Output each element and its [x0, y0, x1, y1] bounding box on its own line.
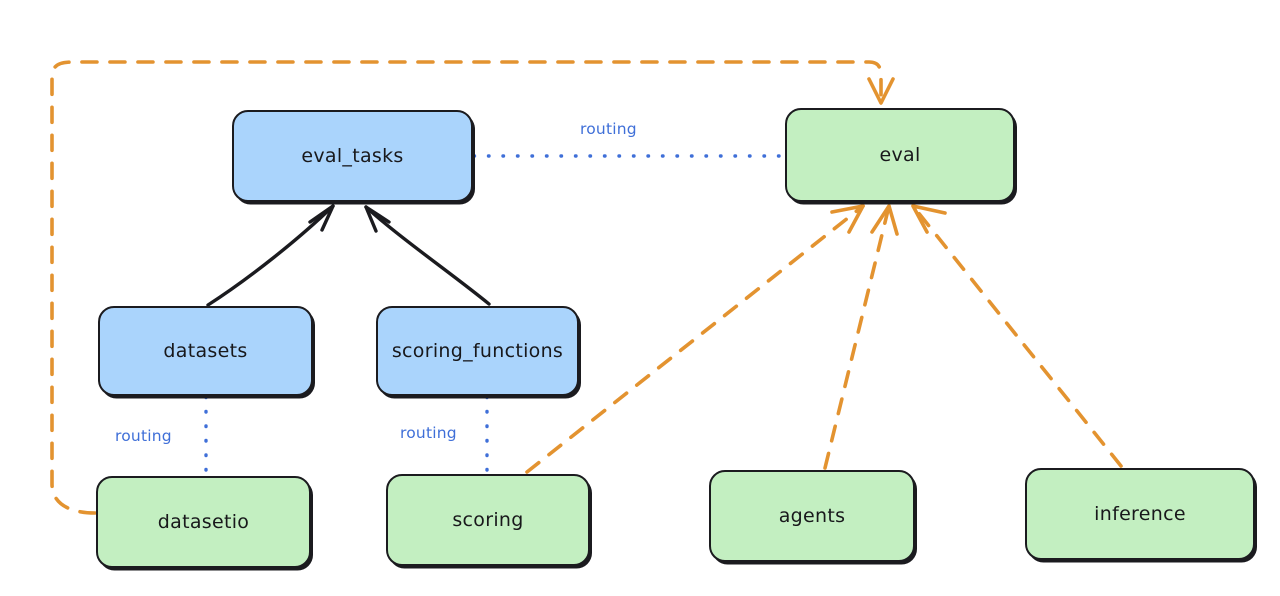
edge-agents-to-eval — [823, 204, 899, 470]
node-label: scoring — [452, 509, 524, 531]
node-label: eval — [879, 144, 921, 166]
node-label: inference — [1094, 503, 1186, 525]
node-label: datasets — [163, 340, 248, 362]
node-eval[interactable]: eval — [785, 108, 1015, 202]
edge-label-routing-eval: routing — [580, 120, 637, 138]
node-label: scoring_functions — [391, 340, 564, 362]
node-scoring[interactable]: scoring — [386, 474, 590, 566]
edge-datasets-to-eval_tasks — [206, 204, 335, 307]
node-label: datasetio — [157, 511, 250, 533]
edge-label-routing-datasets: routing — [115, 427, 172, 445]
node-scoring-functions[interactable]: scoring_functions — [376, 306, 579, 396]
node-datasetio[interactable]: datasetio — [96, 476, 311, 568]
node-datasets[interactable]: datasets — [98, 306, 313, 396]
edge-label-routing-scoring: routing — [400, 424, 457, 442]
node-label: eval_tasks — [301, 145, 404, 167]
edge-inference-to-eval — [911, 204, 1123, 468]
edge-scoring_functions-to-eval_tasks — [364, 205, 491, 306]
node-agents[interactable]: agents — [709, 470, 915, 562]
node-inference[interactable]: inference — [1025, 468, 1255, 560]
node-label: agents — [778, 505, 846, 527]
node-eval-tasks[interactable]: eval_tasks — [232, 110, 473, 202]
